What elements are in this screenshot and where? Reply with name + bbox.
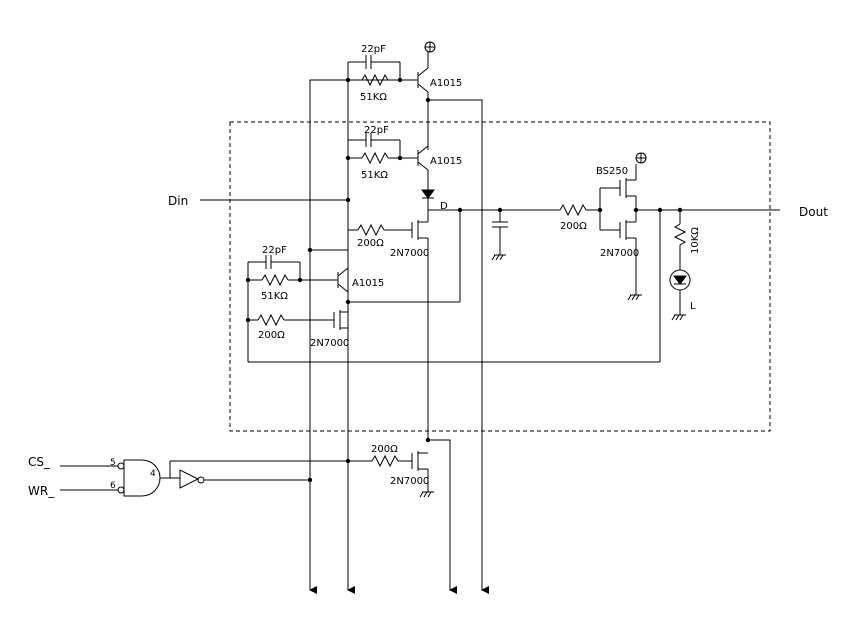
- c-left-label: 22pF: [262, 245, 287, 256]
- r-mid-label: 51KΩ: [361, 170, 388, 181]
- pin-wr-label: 6: [110, 481, 116, 491]
- left-stage: [247, 210, 661, 363]
- output-stage: [491, 152, 780, 321]
- pin-cs-label: 5: [110, 458, 116, 468]
- p-out-label: BS250: [596, 166, 628, 177]
- m-mid-label: 2N7000: [390, 248, 429, 259]
- r-gate-bottom-label: 200Ω: [371, 444, 398, 455]
- wr-label: WR_: [28, 484, 55, 498]
- din-label: Din: [168, 194, 188, 208]
- m-bottom-label: 2N7000: [390, 476, 429, 487]
- module-boundary: [229, 121, 771, 432]
- r-gate-mid-label: 200Ω: [357, 238, 384, 249]
- r-led-label: 10KΩ: [690, 227, 701, 254]
- r-gate-left-label: 200Ω: [258, 330, 285, 341]
- m-out-label: 2N7000: [600, 248, 639, 259]
- middle-stage: [200, 133, 500, 440]
- c-top-label: 22pF: [361, 44, 386, 55]
- pin-nand-out-label: 4: [150, 469, 156, 479]
- m-left-label: 2N7000: [310, 338, 349, 349]
- q-left-label: A1015: [352, 278, 384, 289]
- dout-label: Dout: [799, 205, 828, 219]
- r-top-label: 51KΩ: [360, 92, 387, 103]
- c-mid-label: 22pF: [364, 125, 389, 136]
- node-d-label: D: [440, 201, 448, 212]
- q-top-label: A1015: [430, 78, 462, 89]
- r-left-label: 51KΩ: [261, 291, 288, 302]
- led-label: L: [690, 301, 696, 312]
- r-gate-out-label: 200Ω: [560, 221, 587, 232]
- cs-label: CS_: [28, 455, 51, 469]
- q-mid-label: A1015: [430, 156, 462, 167]
- bottom-logic: [60, 451, 434, 498]
